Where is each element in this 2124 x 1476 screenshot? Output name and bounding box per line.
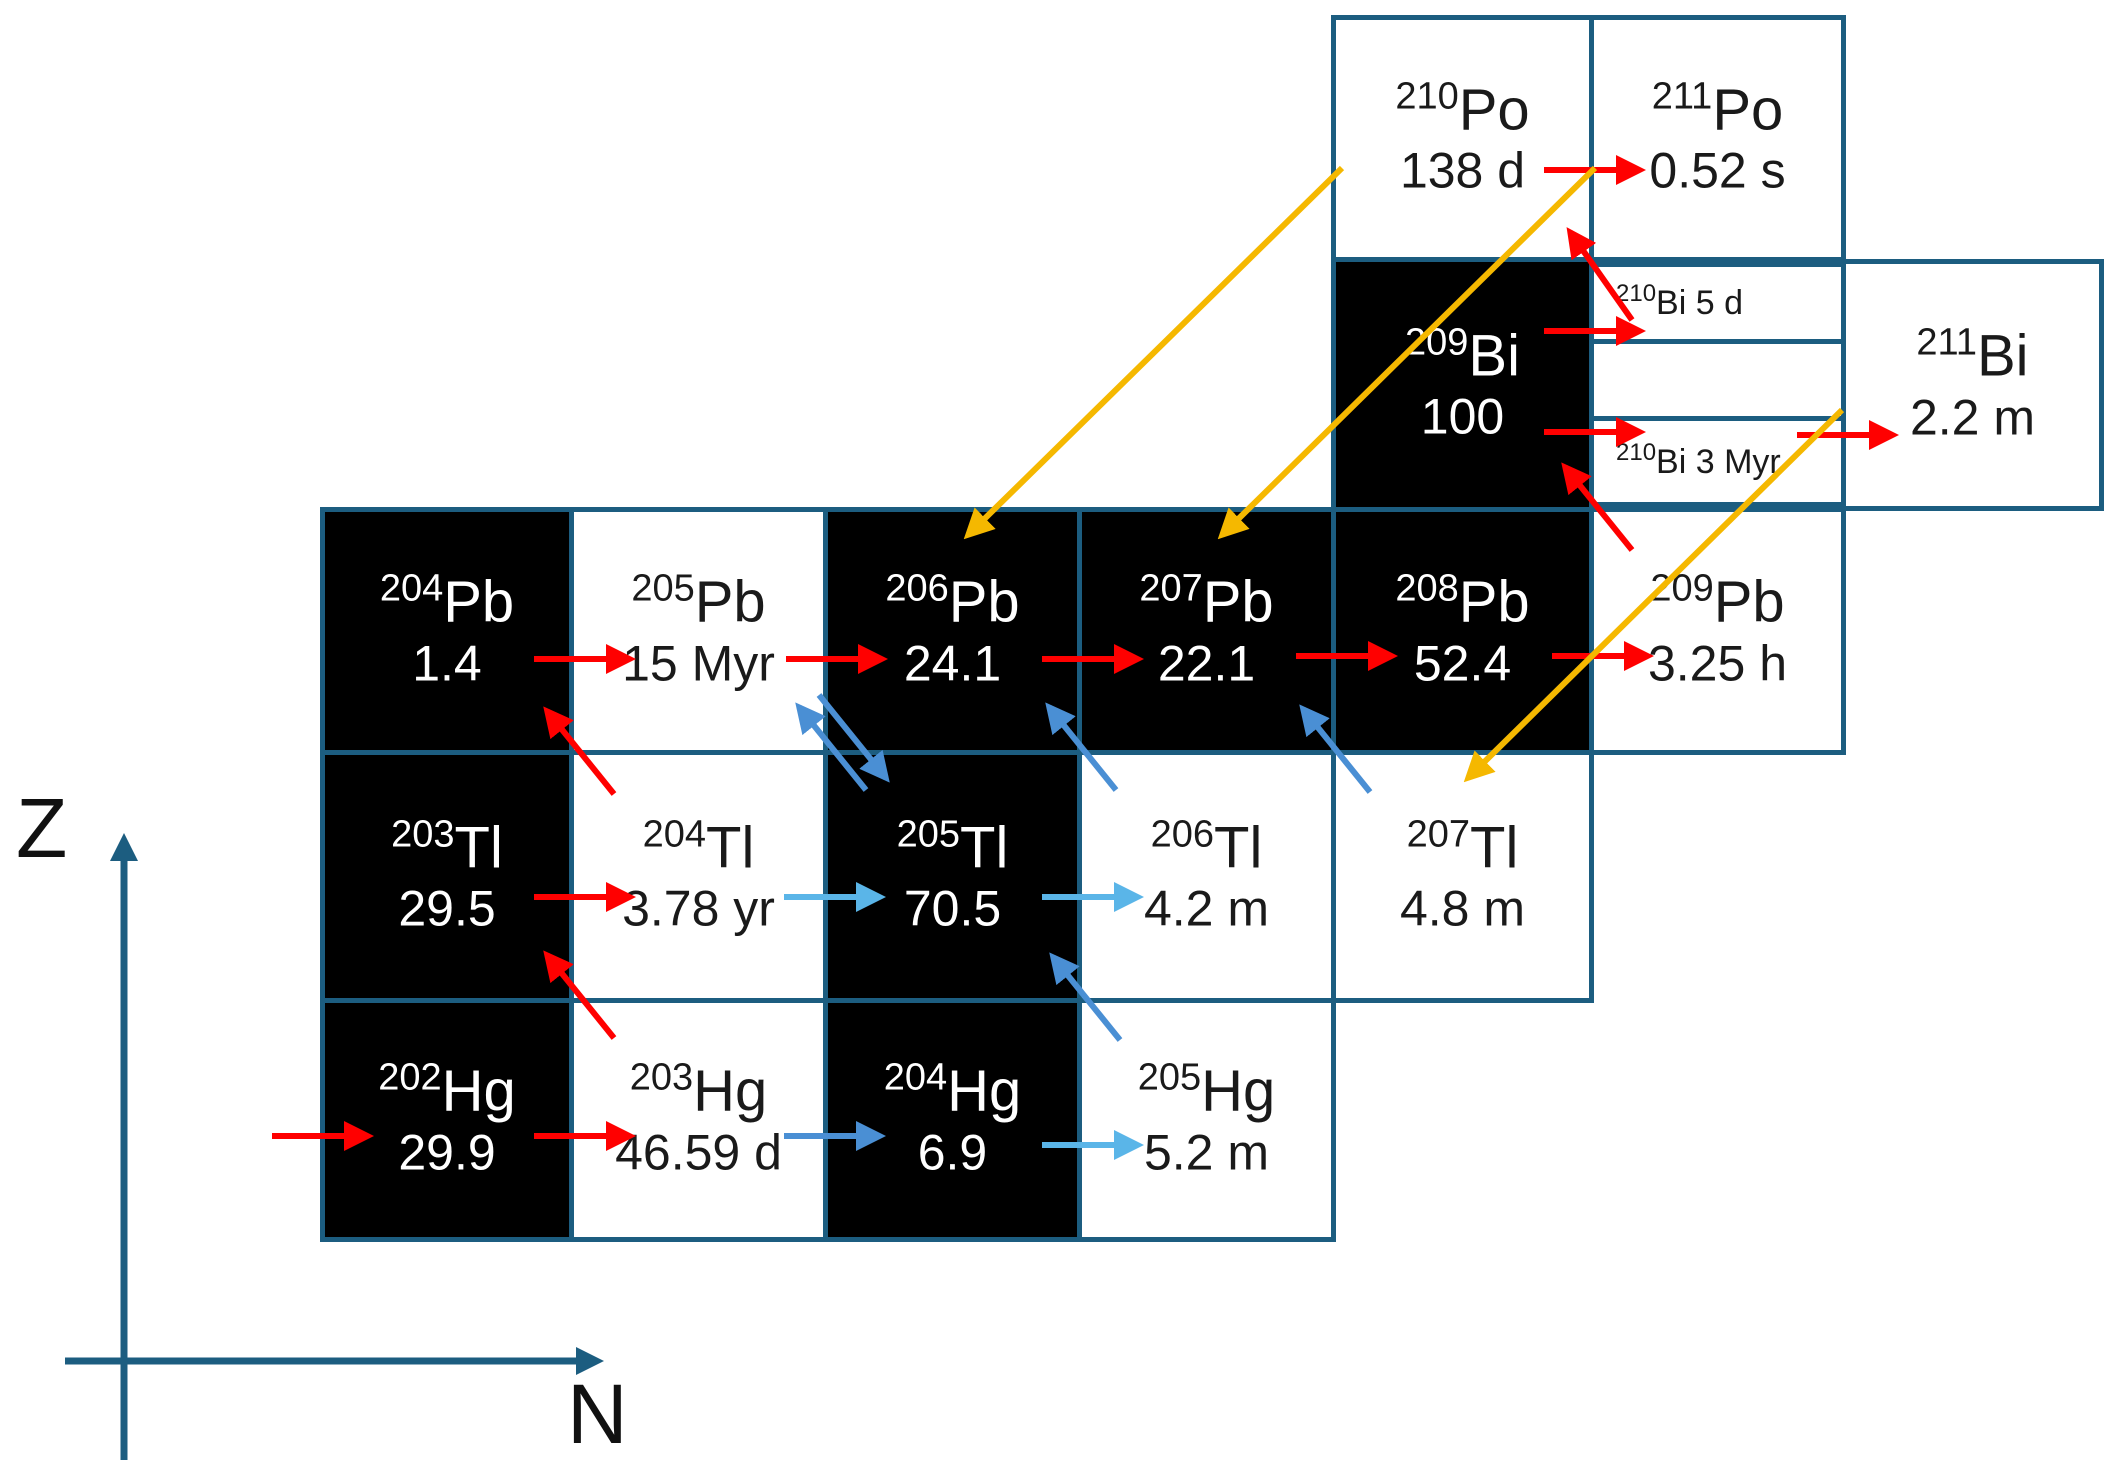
element-symbol: Tl [1470,815,1519,881]
element-symbol: Hg [1201,1058,1276,1124]
mass-number: 207 [1406,813,1471,856]
nuclide-value: 3.25 h [1647,635,1787,692]
neutron-capture-arrows [272,155,1899,1151]
arrow-pb209-bi209 [1561,462,1635,552]
element-symbol: Hg [441,1058,516,1124]
element-symbol: Bi [1656,442,1687,481]
nuclide-value: 70.5 [903,880,1002,937]
mass-number: 210 [1395,75,1459,118]
arrow-bi211-tl207 [1463,407,1845,783]
nuclide-value: 29.5 [398,880,496,937]
nuclide-value: 4.2 m [1143,880,1270,937]
mass-number: 206 [1150,813,1215,856]
nuclide-value: 5.2 m [1143,1124,1270,1181]
mass-number: 204 [883,1056,948,1099]
arrow-tl206-pb206 [1045,702,1119,792]
mass-number: 203 [391,813,455,856]
element-symbol: Hg [693,1058,768,1124]
arrow-tl207-pb207 [1299,704,1373,794]
element-symbol: Tl [706,815,755,881]
mass-number: 208 [1395,567,1459,610]
arrow-hg205-tl205 [1049,952,1123,1042]
element-symbol: Pb [1202,569,1274,635]
mass-number: 211 [1916,321,1977,364]
arrow-tl204-pb204 [543,706,617,796]
arrow-bi210-po210 [1566,227,1635,322]
z-axis-label: Z [16,781,68,875]
nuclide-value: 3 Myr [1695,442,1781,481]
element-symbol: Pb [1458,569,1530,635]
axes [65,833,604,1460]
element-symbol: Pb [948,569,1020,635]
nuclide-label: 202Hg [325,1056,569,1125]
mass-number: 205 [896,813,961,856]
beta-decay-red-arrows [543,227,1635,1040]
mass-number: 205 [631,567,695,610]
nuclide-value: 138 d [1399,142,1526,199]
nuclide-value: 4.8 m [1399,880,1526,937]
nuclide-value: 3.78 yr [622,880,775,937]
nuclide-value: 15 Myr [622,635,775,692]
nuclide-value: 5 d [1695,283,1743,322]
element-symbol: Pb [1713,569,1785,635]
mass-number: 203 [629,1056,694,1099]
arrow-po210-pb206 [963,165,1345,540]
n-axis-label: N [567,1367,628,1461]
mass-number: 202 [378,1056,442,1099]
element-symbol: Tl [1214,815,1263,881]
element-symbol: Po [1458,77,1530,143]
beta-decay-blue-arrows [784,693,1373,1151]
element-symbol: Pb [694,569,766,635]
element-symbol: Bi [1468,323,1520,389]
element-symbol: Tl [960,815,1009,881]
mass-number: 206 [885,567,949,610]
nuclide-value: 46.59 d [615,1124,782,1181]
nuclide-value: 0.52 s [1649,142,1786,199]
nuclide-value: 100 [1420,388,1505,445]
element-symbol: Tl [454,815,503,881]
nuclide-value: 29.9 [398,1124,496,1181]
nuclide-value: 1.4 [412,635,482,692]
mass-number: 210 [1616,279,1657,307]
arrow-po211-pb207 [1217,165,1598,540]
mass-number: 207 [1139,567,1203,610]
arrow-pb205-tl205 [816,693,890,783]
arrow-hg203-tl203 [543,950,617,1040]
mass-number: 204 [379,567,444,610]
element-symbol: Pb [443,569,515,635]
alpha-decay-arrows [963,165,1845,783]
element-symbol: Hg [947,1058,1022,1124]
mass-number: 205 [1137,1056,1202,1099]
nuclide-value: 52.4 [1413,635,1512,692]
mass-number: 211 [1651,75,1713,118]
element-symbol: Bi [1656,283,1687,322]
beta-decay-lightblue-arrows [784,882,1144,1160]
element-symbol: Po [1712,77,1784,143]
nuclide-value: 22.1 [1157,635,1256,692]
nuclide-value: 24.1 [903,635,1002,692]
arrow-tl205-pb205 [795,702,869,792]
mass-number: 204 [642,813,707,856]
element-symbol: Bi [1977,323,2029,389]
nuclide-value: 2.2 m [1909,389,2036,446]
nuclide-value: 6.9 [917,1124,988,1181]
